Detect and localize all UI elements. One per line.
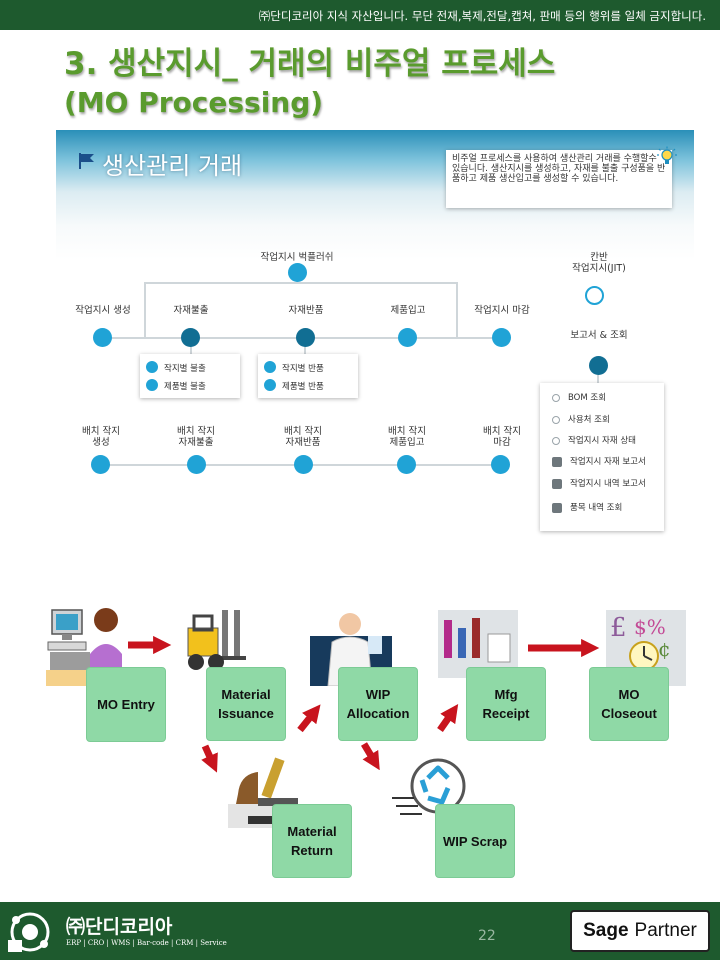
- magnifier-icon: [552, 436, 560, 445]
- batch-label: 배치 작지 자재반품: [284, 426, 322, 448]
- svg-text:£: £: [610, 613, 627, 643]
- report-label: 보고서 & 조회: [570, 330, 628, 341]
- wizard-label: 작업지시 벅플러쉬: [260, 252, 334, 263]
- visual-process-panel: 생산관리 거래 비주얼 프로세스를 사용하여 생산관리 거래를 수행할수 있습니…: [56, 130, 694, 570]
- mo-entry-box[interactable]: MO Entry: [86, 667, 166, 742]
- batch-node-return[interactable]: [294, 455, 313, 474]
- wip-allocation-box[interactable]: WIP Allocation: [338, 667, 418, 741]
- mfg-receipt-box[interactable]: Mfg Receipt: [466, 667, 546, 741]
- connector-line: [456, 282, 458, 338]
- batch-label: 배치 작지 마감: [483, 426, 521, 448]
- submenu-item-issue-by-order[interactable]: 작지별 불출: [164, 364, 206, 374]
- report-item-bom[interactable]: BOM 조회: [552, 391, 606, 403]
- connector-line: [144, 282, 146, 338]
- step-label: 자재반품: [288, 305, 324, 316]
- svg-text:¢: ¢: [658, 637, 671, 661]
- submenu-bullet: [264, 361, 276, 373]
- submenu-item-return-by-product[interactable]: 제품별 반품: [282, 382, 324, 392]
- arrow-allocation-to-receipt: [437, 704, 459, 733]
- step-node-create[interactable]: [93, 328, 112, 347]
- mo-closeout-box[interactable]: MO Closeout: [589, 667, 669, 741]
- connector-line: [190, 342, 192, 358]
- panel-title: 생산관리 거래: [102, 152, 243, 180]
- batch-node-issue[interactable]: [187, 455, 206, 474]
- kanban-label: 칸반 작업지시(JIT): [572, 252, 626, 274]
- printer-icon: [552, 502, 562, 513]
- step-label: 자재불출: [173, 305, 209, 316]
- report-node[interactable]: [589, 356, 608, 375]
- material-issuance-box[interactable]: Material Issuance: [206, 667, 286, 741]
- step-label: 작업지시 마감: [474, 305, 530, 316]
- arrow-return-to-allocation: [297, 704, 321, 733]
- company-logo-icon: [8, 912, 50, 952]
- submenu-item-issue-by-product[interactable]: 제품별 불출: [164, 382, 206, 392]
- company-name: ㈜단디코리아: [66, 916, 173, 938]
- svg-text:$%: $%: [634, 615, 666, 639]
- batch-node-receipt[interactable]: [397, 455, 416, 474]
- batch-node-close[interactable]: [491, 455, 510, 474]
- connector-line: [304, 342, 306, 358]
- return-submenu: 작지별 반품 제품별 반품: [258, 354, 358, 398]
- report-item-material-status[interactable]: 작업지시 자재 상태: [552, 434, 636, 446]
- connector-line: [144, 282, 458, 284]
- submenu-item-return-by-order[interactable]: 작지별 반품: [282, 364, 324, 374]
- forklift-illustration: [187, 610, 246, 670]
- slide-title: 3. 생산지시_ 거래의 비주얼 프로세스 (MO Processing): [64, 44, 555, 122]
- copyright-notice: ㈜단디코리아 지식 자산입니다. 무단 전재,복제,전달,캡쳐, 판매 등의 행…: [258, 9, 706, 23]
- printer-icon: [552, 456, 562, 467]
- kanban-node[interactable]: [585, 286, 604, 305]
- material-return-box[interactable]: Material Return: [272, 804, 352, 878]
- page-number: 22: [478, 928, 496, 944]
- step-node-receipt[interactable]: [398, 328, 417, 347]
- report-chart-illustration: [438, 610, 518, 678]
- step-label: 제품입고: [390, 305, 426, 316]
- company-tagline: ERP | CRO | WMS | Bar-code | CRM | Servi…: [66, 939, 227, 947]
- magnifier-icon: [552, 393, 560, 402]
- submenu-bullet: [146, 379, 158, 391]
- report-item-where-used[interactable]: 사용처 조회: [552, 413, 610, 425]
- batch-node-create[interactable]: [91, 455, 110, 474]
- batch-label: 배치 작지 생성: [82, 426, 120, 448]
- lightbulb-icon: [657, 146, 677, 164]
- report-item-history-report[interactable]: 작업지시 내역 보고서: [552, 477, 646, 489]
- sage-partner-badge: Sage Partner: [570, 910, 710, 952]
- sage-logo-text: Sage: [583, 920, 629, 941]
- report-item-item-history[interactable]: 품목 내역 조회: [552, 501, 622, 513]
- arrow-issuance-to-return: [201, 744, 218, 773]
- step-node-return[interactable]: [296, 328, 315, 347]
- info-box: 비주얼 프로세스를 사용하여 생산관리 거래를 수행할수 있습니다. 생산지시를…: [446, 150, 672, 208]
- issue-submenu: 작지별 불출 제품별 불출: [140, 354, 240, 398]
- submenu-bullet: [146, 361, 158, 373]
- wip-scrap-box[interactable]: WIP Scrap: [435, 804, 515, 878]
- wizard-node[interactable]: [288, 263, 307, 282]
- partner-text: Partner: [634, 920, 697, 941]
- footer: ㈜단디코리아 ERP | CRO | WMS | Bar-code | CRM …: [0, 902, 720, 960]
- step-node-issue[interactable]: [181, 328, 200, 347]
- batch-label: 배치 작지 자재불출: [177, 426, 215, 448]
- report-menu: BOM 조회 사용처 조회 작업지시 자재 상태 작업지시 자재 보고서 작업지…: [540, 383, 664, 531]
- slide-title-line1: 3. 생산지시_ 거래의 비주얼 프로세스: [64, 46, 556, 82]
- report-item-material-report[interactable]: 작업지시 자재 보고서: [552, 455, 646, 467]
- step-label: 작업지시 생성: [75, 305, 131, 316]
- top-bar: ㈜단디코리아 지식 자산입니다. 무단 전재,복제,전달,캡쳐, 판매 등의 행…: [0, 0, 720, 30]
- slide-title-line2: (MO Processing): [64, 86, 324, 119]
- step-node-close[interactable]: [492, 328, 511, 347]
- flag-icon: [79, 153, 94, 169]
- connector-line: [597, 375, 599, 385]
- batch-label: 배치 작지 제품입고: [388, 426, 426, 448]
- submenu-bullet: [264, 379, 276, 391]
- magnifier-icon: [552, 415, 560, 424]
- arrow-allocation-to-scrap: [360, 742, 380, 771]
- printer-icon: [552, 478, 562, 489]
